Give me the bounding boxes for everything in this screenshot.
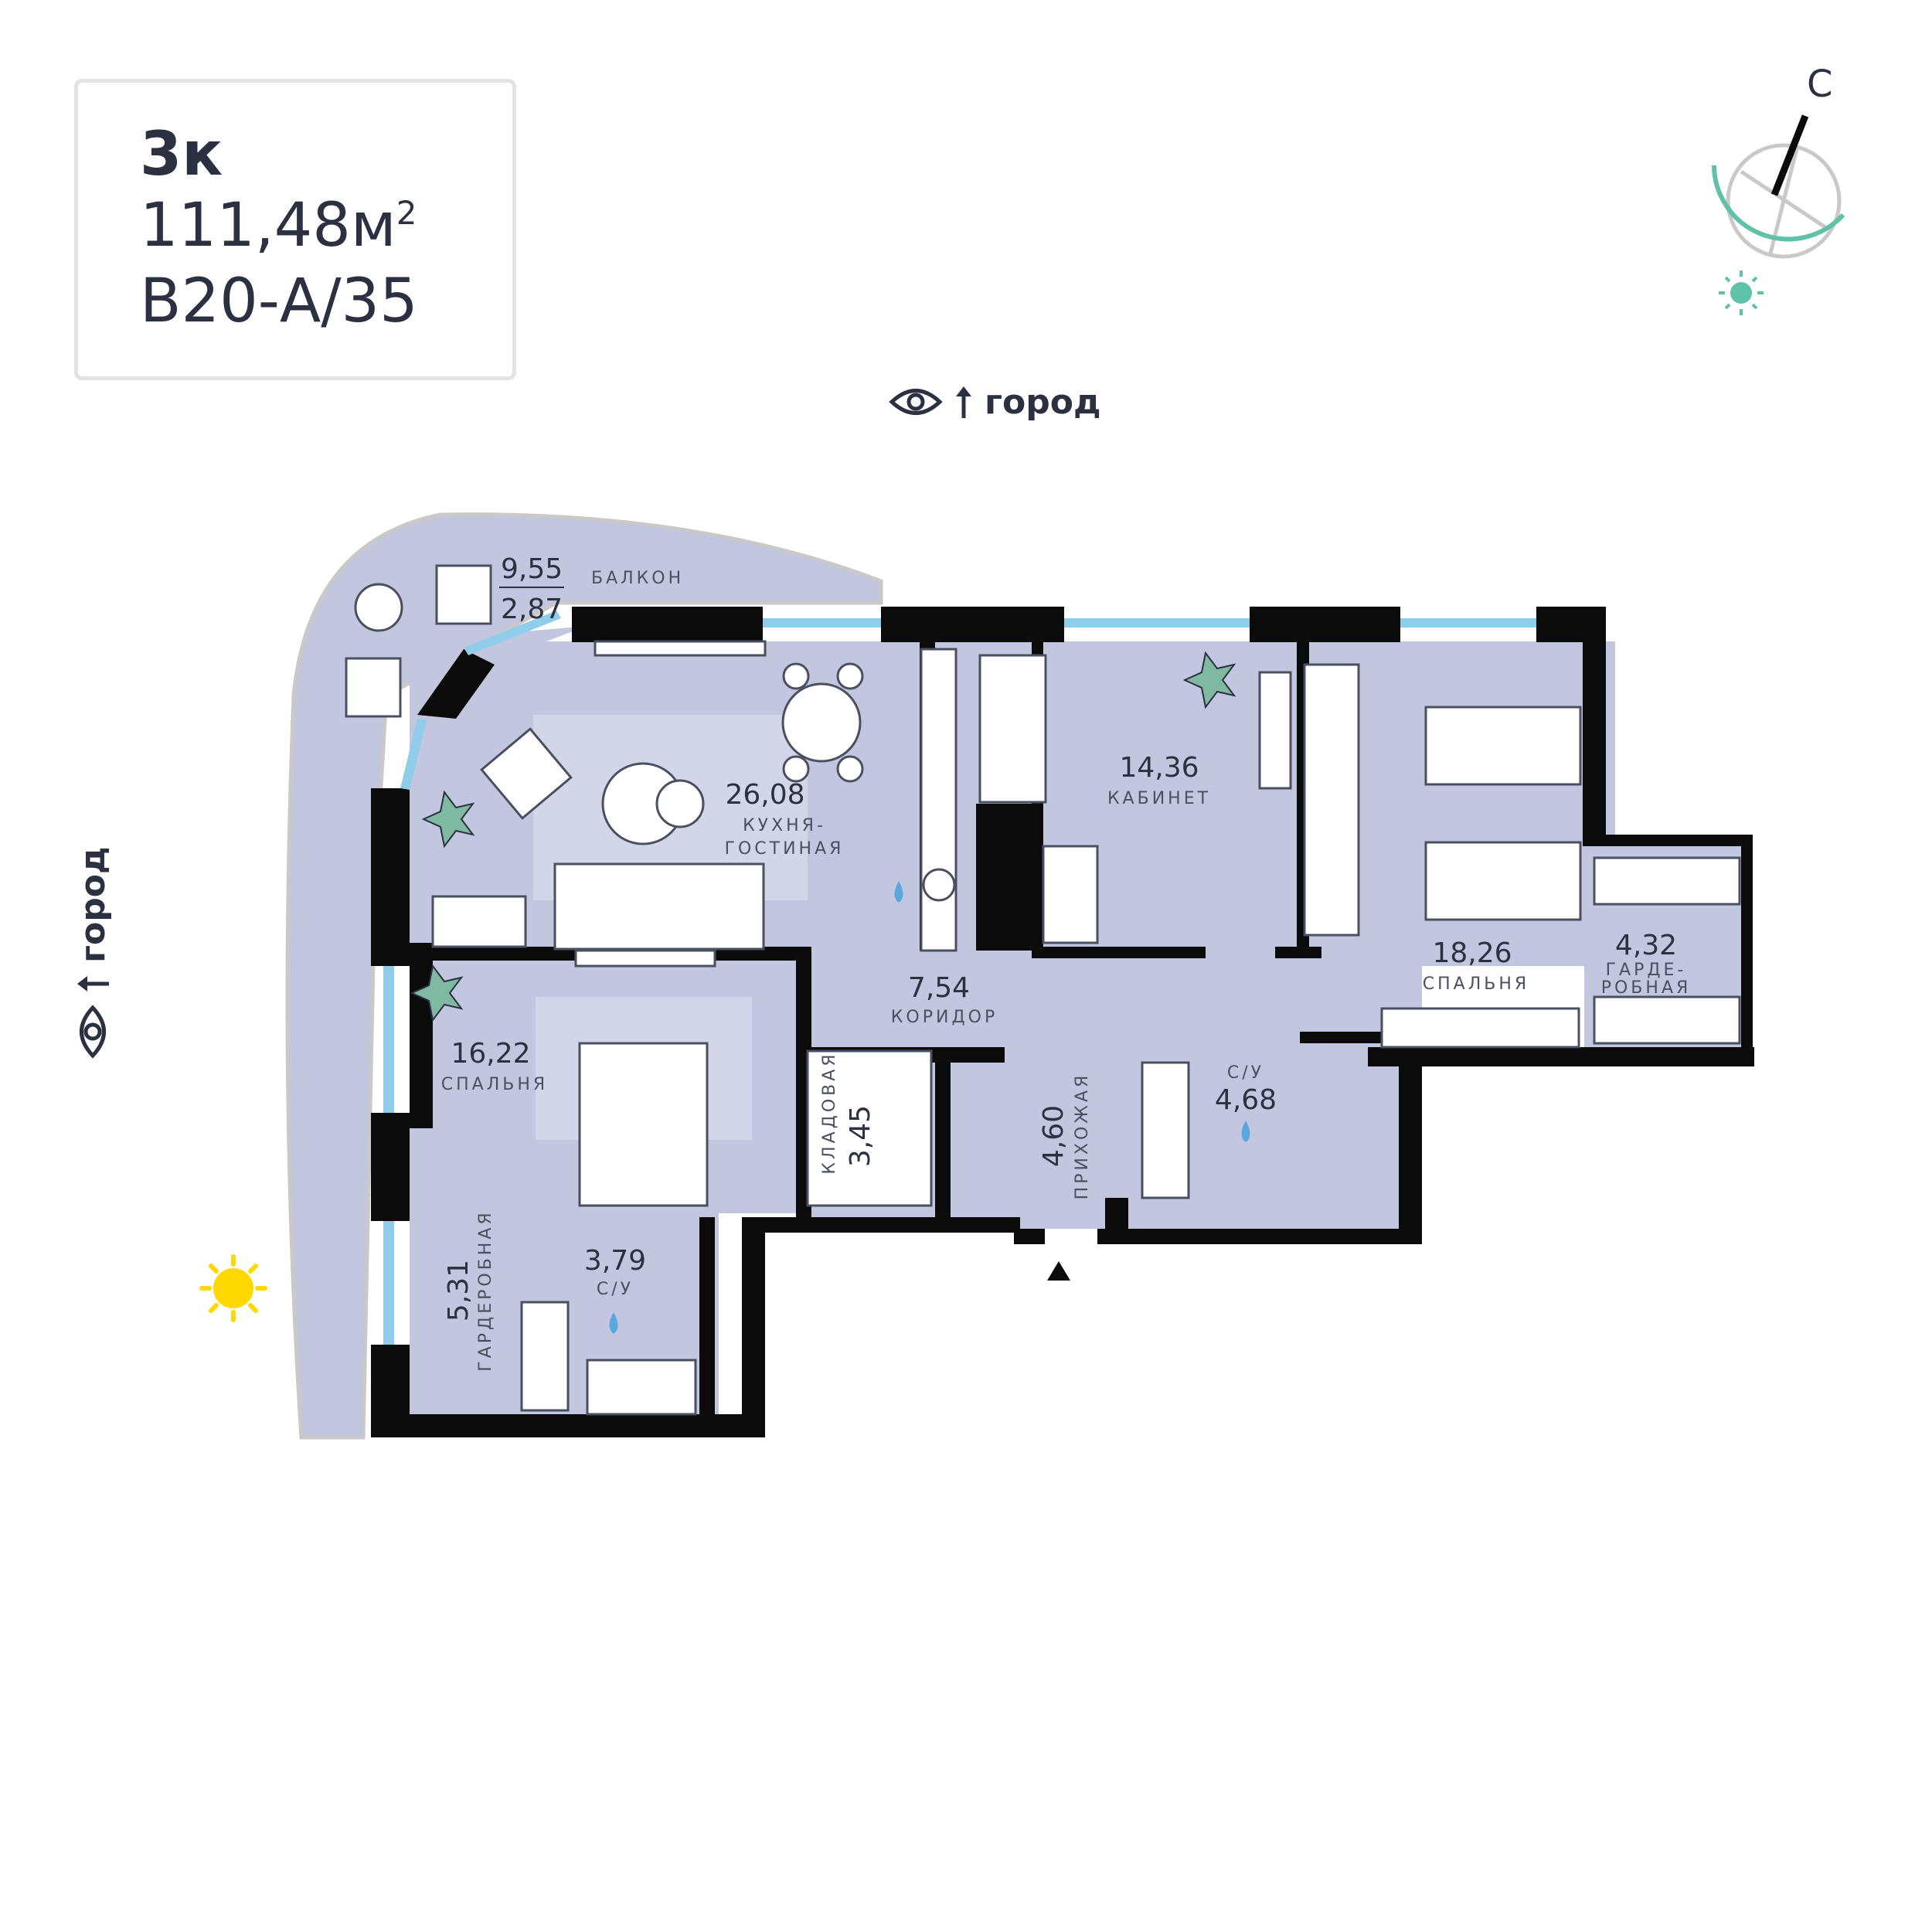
bath-right-name: С/У [1227,1063,1264,1083]
hall-name: ПРИХОЖАЯ [1073,1073,1092,1200]
view-left-indicator: город [70,811,116,1059]
apartment-area: 111,48м2 [140,191,417,260]
bedroom-wardrobe [1380,1007,1580,1049]
office-desk [1042,845,1099,944]
kitchen-name-2: ГОСТИНАЯ [725,839,845,859]
office-name: КАБИНЕТ [1107,789,1211,808]
balcony-area-total: 9,55 [501,553,563,585]
bed-single [1424,841,1582,921]
wardrobe-left-area: 5,31 [443,1260,474,1321]
balcony-table [354,583,403,632]
windows [383,611,1536,1345]
dining-table [781,682,862,763]
desk [431,895,527,948]
bath-left-area: 3,79 [584,1245,646,1277]
corridor-name: КОРИДОР [891,1008,998,1027]
compass-north-label: С [1807,63,1833,106]
office-shelf [1258,671,1292,790]
wardrobe-rack [1593,856,1741,906]
area-value: 111,48м [140,191,396,260]
water-drop-icon [609,881,1250,1334]
wardrobe-rack [520,1301,570,1412]
bedroom-right-area: 18,26 [1432,937,1512,969]
balcony-floor [285,512,883,1440]
apartment-code: В20-А/35 [140,267,418,336]
sofa [553,862,765,951]
furniture [345,564,1741,1416]
bath-right-area: 4,68 [1215,1084,1277,1116]
sun-icon [199,1254,267,1322]
bedroom-left-area: 16,22 [451,1038,530,1070]
tv-stand [574,949,716,968]
room-labels: 9,55 2,87 БАЛКОН 26,08 КУХНЯ- ГОСТИНАЯ 1… [441,553,1692,1372]
kitchen-area: 26,08 [725,779,804,811]
bathtub [1141,1061,1190,1199]
entrance-arrow-icon [1047,1261,1070,1281]
balcony-chair [435,564,492,625]
arrow-up-icon [956,386,971,418]
bathtub [586,1359,697,1416]
kitchen-sink [922,868,956,902]
wardrobe-right-area: 4,32 [1615,930,1677,961]
double-bed [578,1042,709,1207]
storage-shelves [806,1049,933,1207]
kitchen-shelf [594,640,767,657]
balcony-name: БАЛКОН [591,569,684,588]
view-top-indicator: город [889,379,1100,425]
corridor-area: 7,54 [908,972,970,1004]
wardrobe-rack [1593,995,1741,1045]
armchair [480,727,573,820]
view-top-label: город [985,382,1101,422]
office-sofa [978,654,1047,804]
area-unit-sup: 2 [396,194,417,232]
bath-left-name: С/У [597,1280,634,1299]
compass: С [1712,63,1845,315]
bedroom-left-name: СПАЛЬНЯ [441,1075,548,1094]
balcony-chair [345,657,402,718]
wardrobe-right-name-1: ГАРДЕ- [1606,961,1687,980]
balcony-area-reduced: 2,87 [501,594,563,625]
bed-single [1424,706,1582,786]
eye-icon [80,1005,106,1059]
storage-name: КЛАДОВАЯ [820,1051,839,1174]
kitchen-counter [920,648,957,952]
wardrobe-right-name-2: РОБНАЯ [1601,978,1692,998]
hall-area: 4,60 [1038,1105,1070,1167]
kitchen-name-1: КУХНЯ- [743,816,826,835]
apartment-info-card: 3к 111,48м2 В20-А/35 [74,79,516,380]
bedroom-right-name: СПАЛЬНЯ [1423,975,1529,994]
eye-icon [889,389,943,415]
plant-icon [410,651,1236,1022]
sun-small-icon [1719,270,1764,315]
arrow-up-icon [77,976,109,992]
office-area: 14,36 [1119,752,1199,784]
bedroom-wardrobe [1303,663,1360,937]
wardrobe-left-name: ГАРДЕРОБНАЯ [476,1209,495,1371]
room-count: 3к [140,120,223,189]
storage-area: 3,45 [845,1105,876,1167]
